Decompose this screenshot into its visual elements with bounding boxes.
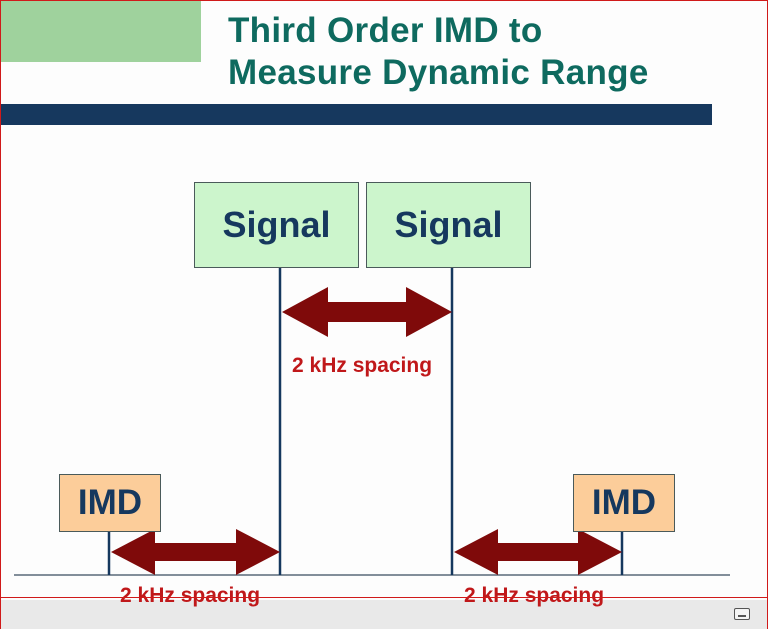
corner-decoration (0, 0, 201, 62)
title-line-1: Third Order IMD to (228, 11, 543, 50)
signal-box-right: Signal (366, 182, 531, 268)
center-spacing-label: 2 kHz spacing (292, 354, 433, 377)
title-underline-bar (0, 104, 712, 125)
imd-box-right: IMD (573, 474, 675, 532)
player-control-bar (0, 600, 768, 629)
left-spacing-arrow (111, 529, 280, 575)
frame-bottom (0, 597, 768, 598)
frame-left (0, 0, 1, 629)
left-spacing-label: 2 kHz spacing (120, 584, 261, 607)
imd-box-left: IMD (59, 474, 161, 532)
imd-right-label: IMD (591, 483, 657, 522)
signal-right-label: Signal (394, 204, 503, 245)
center-spacing-arrow (282, 287, 452, 337)
right-spacing-label: 2 kHz spacing (464, 584, 605, 607)
title-line-2: Measure Dynamic Range (228, 53, 649, 92)
frame-top (0, 0, 768, 1)
signal-box-left: Signal (194, 182, 359, 268)
slide-title: Third Order IMD to Measure Dynamic Range (228, 10, 758, 94)
imd-left-label: IMD (77, 483, 143, 522)
captions-icon[interactable] (734, 608, 750, 620)
signal-left-label: Signal (222, 204, 331, 245)
right-spacing-arrow (454, 529, 622, 575)
